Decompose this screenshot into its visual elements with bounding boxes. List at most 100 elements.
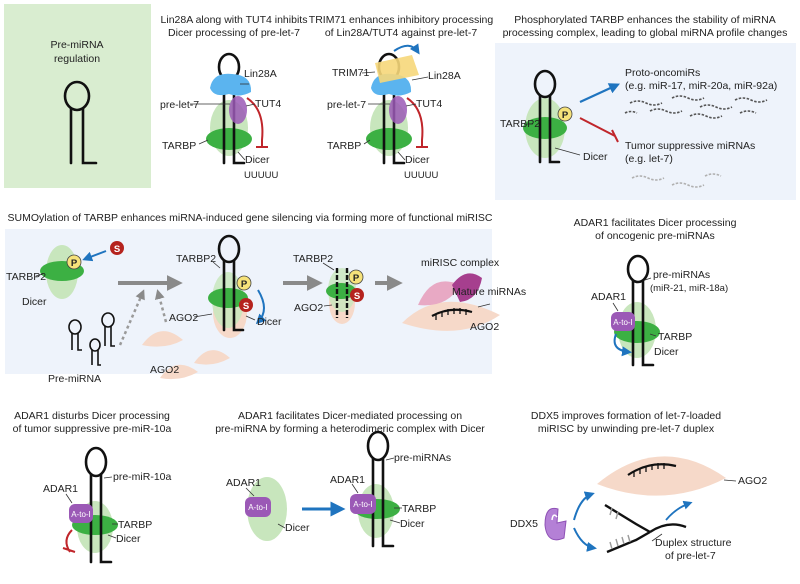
tarbp-label-adar-onco: TARBP	[658, 331, 692, 343]
ago2-input-arrow	[154, 289, 168, 323]
ddx5-label: DDX5	[510, 518, 538, 530]
adar1-label-dimer-b: ADAR1	[330, 474, 365, 486]
panel-adar-onco-title-1: ADAR1 facilitates Dicer processing	[574, 217, 737, 229]
uuuuu-label-trim: UUUUU	[404, 170, 438, 181]
premirna-input-arrow	[118, 289, 145, 346]
phospho-p-sumo-b: P	[241, 279, 248, 290]
tarbp-label-adar-tsup: TARBP	[118, 519, 152, 531]
panel-sumoylation: SUMOylation of TARBP enhances miRNA-indu…	[5, 212, 526, 385]
ago2-shape-ddx5	[597, 456, 726, 496]
pre-mirna-label-sumo: Pre-miRNA	[48, 373, 101, 385]
proto-oncomirs-examples: (e.g. miR-17, miR-20a, miR-92a)	[625, 80, 777, 92]
sumo-badge-c	[350, 288, 364, 302]
pre-mir10a-label: pre-miR-10a	[113, 471, 172, 483]
phospho-badge-sumo-c	[348, 269, 364, 285]
trim71-arrow	[393, 43, 420, 55]
tumor-suppressive-strands	[631, 173, 722, 188]
miriscc-magenta-shape	[452, 273, 482, 302]
tut4-shape-trim	[389, 96, 407, 124]
panel-adar-dimer-title-2: pre-miRNA by forming a heterodimeric com…	[215, 423, 485, 435]
duplex-top-strand	[604, 503, 651, 534]
phospho-p-sumo-c: P	[353, 273, 360, 284]
mature-mirnas-label: Mature miRNAs	[452, 286, 526, 298]
atoi-label-tsup: A-to-I	[71, 510, 91, 519]
sumo-curve-arrow	[255, 289, 267, 325]
lin28a-label-trim: Lin28A	[428, 70, 461, 82]
tarbp-shape	[206, 128, 252, 150]
adar1-label-dimer-a: ADAR1	[226, 477, 261, 489]
panel-trim71-title-1: TRIM71 enhances inhibitory processing	[309, 14, 494, 26]
lin28a-shape	[210, 73, 252, 96]
dicer-label: Dicer	[245, 154, 270, 166]
premirna-box-title: Pre-miRNA	[50, 39, 103, 51]
dicer-label-trim: Dicer	[405, 154, 430, 166]
hairpin-adar-tsup	[84, 446, 113, 564]
sumo-s-label: S	[114, 244, 120, 255]
activation-arrow	[579, 83, 620, 103]
phospho-p-sumo-a: P	[71, 258, 78, 269]
sumo-add-arrow	[82, 250, 107, 262]
adar-onco-arrow	[613, 333, 632, 357]
panel-adar1-heterodimer: ADAR1 facilitates Dicer-mediated process…	[215, 410, 485, 548]
ago2-label-sumo-d: AGO2	[470, 321, 499, 333]
tarbp2-shape-sumo-c	[326, 283, 356, 299]
panel-ddx5-title-2: miRISC by unwinding pre-let-7 duplex	[538, 423, 715, 435]
panel-adar-dimer-title-1: ADAR1 facilitates Dicer-mediated process…	[238, 410, 462, 422]
duplex-loop	[649, 523, 687, 534]
hairpin-icon	[63, 80, 98, 165]
panel-ddx5: DDX5 improves formation of let-7-loaded …	[510, 410, 767, 562]
tarbp-label-trim: TARBP	[327, 140, 361, 152]
uuuuu-label: UUUUU	[244, 170, 278, 181]
panel-adar-tsup-title-2: of tumor suppressive pre-miR-10a	[13, 423, 172, 435]
panel-phospho-title-1: Phosphorylated TARBP enhances the stabil…	[514, 14, 775, 26]
ddx5-helicase-icon	[544, 507, 567, 541]
dicer-label-dimer-b: Dicer	[400, 518, 425, 530]
adar1-shape-dimer-a	[245, 497, 271, 517]
premirnas-label-onco: pre-miRNAs	[653, 269, 710, 281]
atoi-label-dimer-a: A-to-I	[248, 503, 268, 512]
duplex-pair-ticks	[609, 507, 631, 550]
mature-mirna-ticks	[435, 308, 467, 320]
panel-trim71: TRIM71 enhances inhibitory processing of…	[309, 14, 494, 181]
trim71-label: TRIM71	[332, 67, 370, 79]
free-premirnas	[68, 312, 115, 366]
panel-lin28a-tut4: Lin28A along with TUT4 inhibits Dicer pr…	[160, 14, 307, 181]
let7-ticks-on-ago2	[633, 463, 665, 477]
ddx5-unwind-arrow-down	[573, 527, 597, 552]
panel-lin28-title-2: Dicer processing of pre-let-7	[168, 27, 300, 39]
phospho-p-label: P	[562, 110, 569, 121]
sumo-s-label-b: S	[243, 301, 249, 312]
tut4-label-trim: TUT4	[416, 98, 442, 110]
ddx5-unwind-arrow-up	[573, 491, 595, 521]
phospho-badge-sumo-a	[66, 254, 82, 270]
tarbp-shape-trim	[366, 128, 412, 150]
duplex-pointer-arrow	[665, 500, 693, 521]
tarbp2-shape	[523, 117, 567, 139]
hairpin-phospho	[533, 69, 561, 164]
ago2-label-ddx5: AGO2	[738, 475, 767, 487]
dicer-label-phospho: Dicer	[583, 151, 608, 163]
adar1-label-tsup: ADAR1	[43, 483, 78, 495]
tarbp-label: TARBP	[162, 140, 196, 152]
panel-adar-onco-title-2: of oncogenic pre-miRNAs	[595, 230, 715, 242]
duplex-sumo-c	[335, 268, 349, 318]
trim71-shape	[375, 55, 419, 83]
panel-trim71-title-2: of Lin28A/TUT4 against pre-let-7	[325, 27, 477, 39]
tarbp2-label-phospho: TARBP2	[500, 118, 540, 130]
tarbp2-shape-sumo-b	[208, 288, 248, 308]
inhibit-arrow-trim	[406, 97, 428, 148]
duplex-structure-label: Duplex structure	[655, 537, 732, 549]
lin28a-label: Lin28A	[244, 68, 277, 80]
panel-phospho-tarbp: Phosphorylated TARBP enhances the stabil…	[495, 14, 796, 200]
panel-phospho-title-2: processing complex, leading to global mi…	[503, 27, 788, 39]
ago2-shape-sumo-d	[402, 301, 500, 331]
tumor-suppressive-label: Tumor suppressive miRNAs	[625, 140, 755, 152]
miriscc-pink-shape	[418, 281, 460, 306]
hairpin-sumo-b	[217, 234, 245, 332]
tarbp-label-dimer: TARBP	[402, 503, 436, 515]
adar1-shape-onco	[611, 312, 635, 331]
premirna-box-bg	[4, 4, 151, 188]
panel-adar1-oncogenic: ADAR1 facilitates Dicer processing of on…	[574, 217, 737, 367]
panel-ddx5-title-1: DDX5 improves formation of let-7-loaded	[531, 410, 721, 422]
sumo-s-label-c: S	[354, 291, 360, 302]
